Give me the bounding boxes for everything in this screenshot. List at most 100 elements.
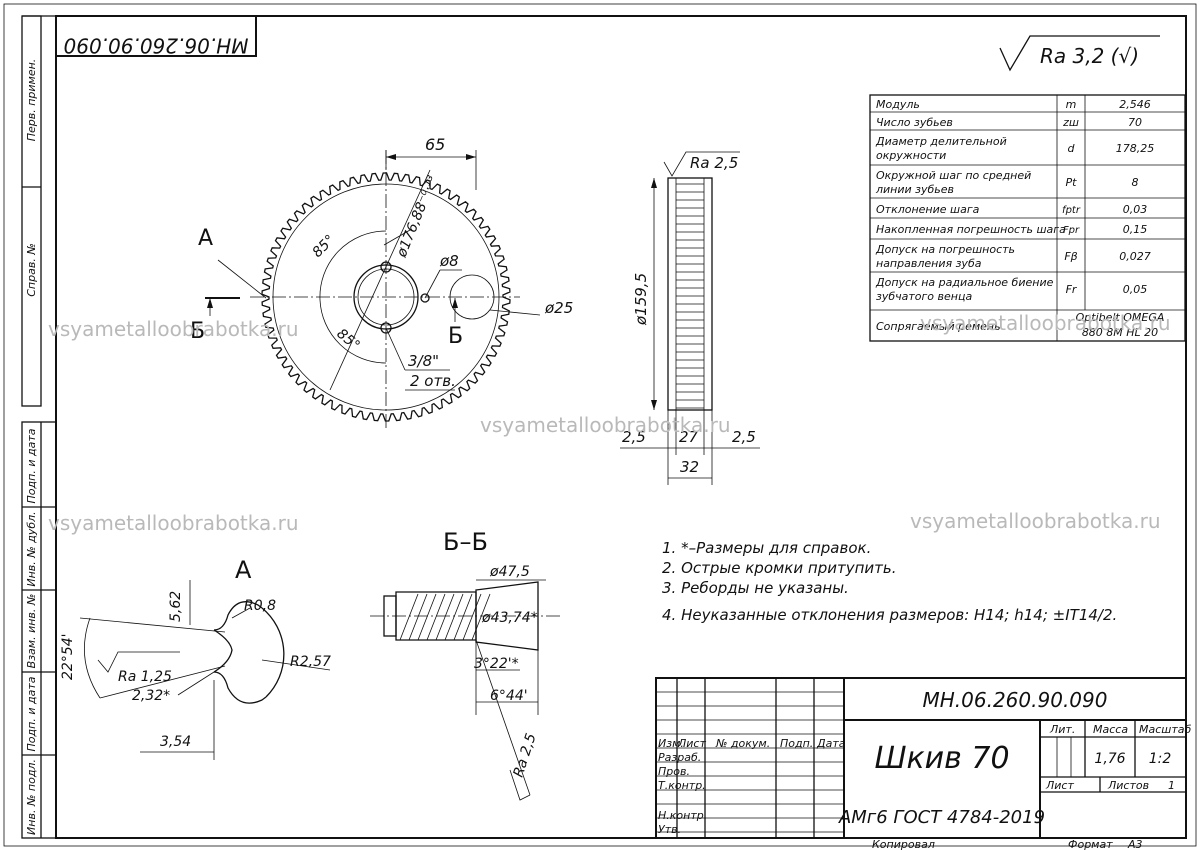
side-teeth-hatch	[676, 183, 704, 409]
param-name-pitch-dev: Отклонение шага	[876, 203, 980, 216]
param-name-direction-2: направления зуба	[876, 257, 982, 270]
detail-a-dim-354: 3,54	[160, 734, 191, 750]
tb-part-name: Шкив 70	[874, 741, 1009, 776]
detail-a-dim-232: 2,32*	[132, 688, 170, 704]
detail-a-title: А	[235, 556, 252, 584]
tb-role-nkontr: Н.контр.	[658, 809, 707, 822]
tb-material: АМг6 ГОСТ 4784-2019	[838, 807, 1045, 828]
param-value-accum-error: 0,15	[1123, 223, 1148, 236]
param-name-diameter-1: Диаметр делительной	[875, 135, 1007, 148]
param-symbol-runout: Fr	[1066, 283, 1078, 296]
tb-sheets-value: 1	[1168, 779, 1175, 792]
tb-lit-label: Лит.	[1049, 723, 1075, 736]
side-label-podp-data-2: Подп. и дата	[25, 676, 38, 751]
param-symbol-pitch: Pt	[1066, 176, 1078, 189]
tb-role-utv: Утв.	[658, 823, 681, 836]
param-value-belt-2: 880 8M HL 20	[1082, 326, 1158, 339]
param-name-runout-2: зубчатого венца	[876, 290, 972, 303]
side-dim-right: 2,5	[732, 428, 756, 446]
front-view: 65 ø176,88⁻⁰·¹³ 85° 85° ø8 ø25 3/8" 2 от…	[190, 135, 573, 430]
hatch-line	[444, 593, 464, 641]
dim-hub-diameter: ø25	[544, 299, 573, 317]
tb-role-tkontr: Т.контр.	[658, 779, 706, 792]
watermark-left-lower: vsyametalloobrabotka.ru	[48, 511, 299, 535]
tb-col-izm: Изм.	[658, 737, 684, 750]
side-dim-diameter: ø159,5	[632, 273, 650, 326]
tb-scale-label: Масштаб	[1139, 723, 1191, 736]
tb-designation: МН.06.260.90.090	[923, 688, 1108, 712]
hatch-line	[471, 593, 491, 641]
holes-count: 2 отв.	[410, 372, 456, 390]
mirrored-designation-box: МН.06.260.90.090	[55, 15, 257, 58]
mirrored-designation: МН.06.260.90.090	[64, 34, 249, 58]
tb-mass-label: Масса	[1093, 723, 1128, 736]
section-bb-title: Б–Б	[443, 528, 488, 556]
param-value-teeth: 70	[1128, 116, 1142, 129]
param-value-runout: 0,05	[1123, 283, 1148, 296]
watermark-left-upper: vsyametalloobrabotka.ru	[48, 317, 299, 341]
general-roughness: Ra 3,2 (√)	[999, 35, 1160, 72]
side-label-vzam-inv: Взам. инв. №	[25, 594, 38, 669]
tb-mass-value: 1,76	[1094, 751, 1125, 767]
param-symbol-direction: Fβ	[1064, 250, 1077, 263]
note-3: 3. Реборды не указаны.	[662, 579, 849, 597]
param-name-diameter-2: окружности	[876, 149, 946, 162]
watermark-right-lower: vsyametalloobrabotka.ru	[910, 509, 1161, 533]
param-name-module: Модуль	[876, 98, 920, 111]
tb-sheet-label: Лист	[1045, 779, 1074, 792]
note-1: 1. *–Размеры для справок.	[662, 539, 871, 557]
angle-85-bottom: 85°	[333, 326, 362, 354]
side-label-inv-dubl: Инв. № дубл.	[25, 511, 38, 586]
tb-col-list: Лист	[677, 737, 706, 750]
param-symbol-module: m	[1066, 98, 1077, 111]
tb-col-sign: Подп.	[780, 737, 813, 750]
copied-label: Копировал	[872, 838, 935, 850]
side-dim-left: 2,5	[622, 428, 646, 446]
param-value-direction: 0,027	[1119, 250, 1151, 263]
section-angle-2: 6°44'	[490, 688, 528, 704]
thread-size: 3/8"	[408, 352, 439, 370]
param-name-pitch-2: линии зубьев	[875, 183, 954, 196]
tb-col-doc: № докум.	[715, 737, 770, 750]
cut-letter-b-right: Б	[448, 324, 463, 349]
detail-a-r08: R0,8	[244, 598, 276, 614]
cut-letter-b-left: Б	[190, 319, 205, 344]
tb-role-razrab: Разраб.	[658, 751, 701, 764]
title-block-rows	[656, 691, 844, 833]
detail-a-roughness: Ra 1,25	[118, 669, 172, 685]
hatch-line	[417, 593, 437, 641]
detail-a-r257: R2,57	[290, 654, 331, 670]
param-value-diameter: 178,25	[1116, 142, 1155, 155]
side-label-podp-data-1: Подп. и дата	[25, 428, 38, 503]
param-symbol-teeth: zш	[1062, 116, 1079, 129]
hatch-line	[426, 593, 446, 641]
hatch-line	[453, 593, 473, 641]
side-label-inv-podl: Инв. № подл.	[25, 759, 38, 835]
tb-sheets-label: Листов	[1107, 779, 1149, 792]
side-dim-mid: 27	[679, 428, 699, 446]
parameters-table: Модуль m 2,546 Число зубьев zш 70 Диамет…	[869, 94, 1186, 342]
param-name-runout-1: Допуск на радиальное биение	[875, 276, 1054, 289]
tb-col-date: Дата	[816, 737, 846, 750]
side-label-perv-primen: Перв. примен.	[25, 59, 38, 142]
section-dim-4374: ø43,74*	[481, 610, 538, 626]
param-name-teeth: Число зубьев	[876, 116, 953, 129]
tb-scale-value: 1:2	[1149, 751, 1172, 767]
param-value-belt-1: Optibelt OMEGA	[1076, 311, 1165, 324]
hatch-line	[435, 593, 455, 641]
tb-role-prov: Пров.	[658, 765, 690, 778]
hatch-line	[399, 593, 419, 641]
format-value: А3	[1127, 838, 1143, 850]
param-name-pitch-1: Окружной шаг по средней	[876, 169, 1031, 182]
section-letter-a: А	[198, 226, 213, 251]
param-value-module: 2,546	[1119, 98, 1151, 111]
title-block: Изм. Лист № докум. Подп. Дата Разраб. Пр…	[655, 677, 1191, 839]
detail-a-angle: 22°54'	[60, 634, 76, 680]
section-angle-1: 3°22'*	[474, 656, 519, 672]
watermarks: vsyametalloobrabotka.ru vsyametalloobrab…	[48, 311, 1171, 535]
note-4: 4. Неуказанные отклонения размеров: H14;…	[662, 606, 1117, 624]
section-bb: Б–Б ø47,5 ø43,74* 3°22'* 6°44' Ra 2,5	[370, 528, 560, 801]
detail-a: А 22°54' 5,62 R0,8 R2,57 Ra 1,25 2,32* 3…	[60, 556, 331, 760]
section-dim-475: ø47,5	[489, 564, 530, 580]
general-roughness-text: Ra 3,2 (√)	[1040, 44, 1139, 68]
